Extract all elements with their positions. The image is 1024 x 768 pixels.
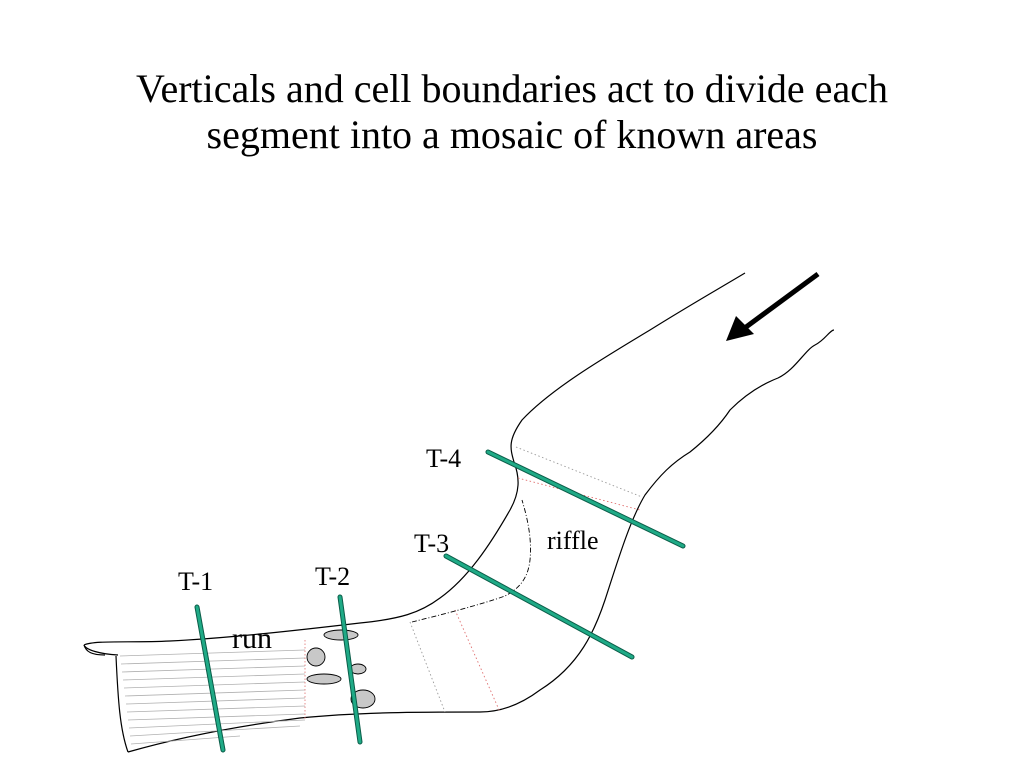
label-t4: T-4 [426, 444, 461, 473]
transects [194, 449, 686, 753]
label-t3: T-3 [414, 529, 449, 558]
label-t2: T-2 [315, 562, 350, 591]
cell-boundaries [409, 446, 643, 713]
rocks [306, 629, 376, 709]
stream-bank-upper [83, 272, 746, 646]
rock [323, 629, 359, 641]
rock [306, 673, 342, 685]
arrow-down-left-icon [726, 271, 820, 341]
slide-title: Verticals and cell boundaries act to div… [0, 66, 1024, 158]
label-run: run [232, 622, 272, 655]
label-riffle: riffle [547, 526, 599, 555]
stream-bank-lower [83, 329, 835, 753]
stream-left-edge [83, 644, 119, 656]
title-line-2: segment into a mosaic of known areas [206, 112, 818, 157]
title-line-1: Verticals and cell boundaries act to div… [136, 66, 888, 111]
rock [306, 647, 326, 667]
label-t1: T-1 [178, 567, 213, 596]
